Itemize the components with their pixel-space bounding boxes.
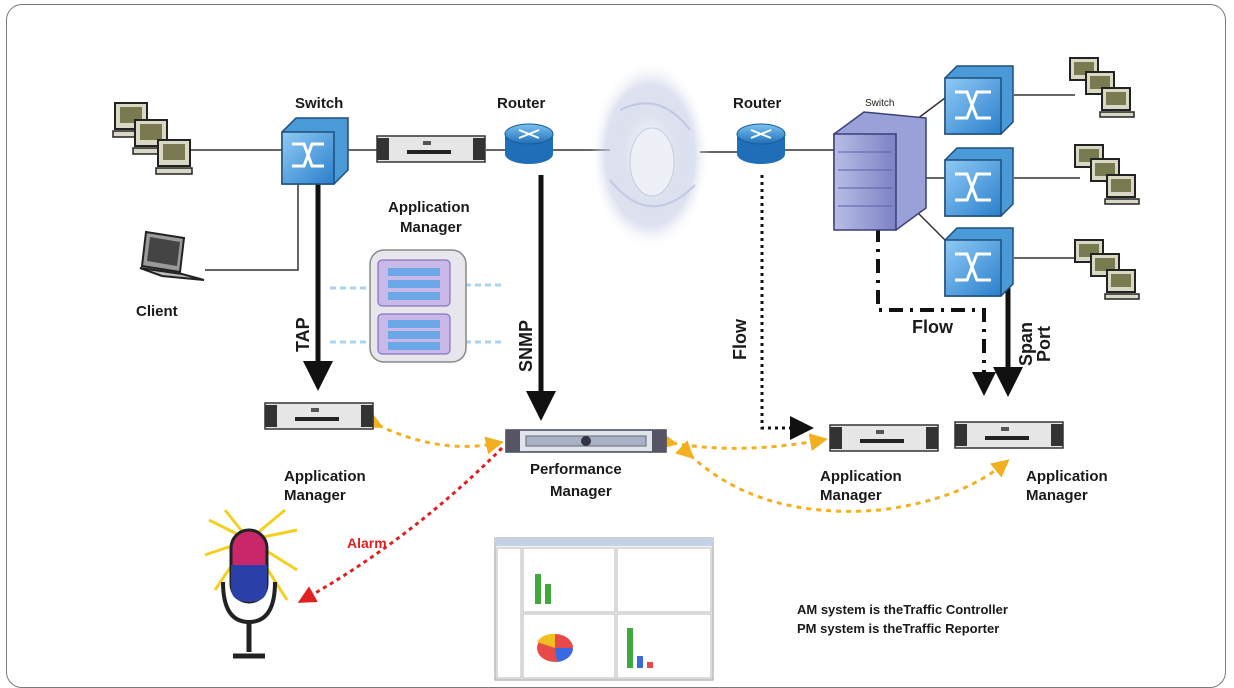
connections — [190, 94, 1080, 271]
note-line-2: PM system is theTraffic Reporter — [797, 621, 999, 636]
am-pm-links — [363, 411, 1010, 513]
router-right-label: Router — [733, 95, 781, 112]
rack-appliance-icon — [264, 402, 374, 430]
pm-label-2: Manager — [550, 483, 612, 500]
client-label: Client — [136, 303, 178, 320]
flow-dashdot-arrow — [876, 228, 996, 396]
cloud-icon — [590, 60, 710, 250]
rack-appliance-icon — [505, 429, 667, 453]
am-center-label-1: Application — [388, 199, 470, 216]
computer-icon — [1069, 57, 1140, 300]
alarm-arrow — [297, 446, 504, 603]
pm-label-1: Performance — [530, 461, 622, 478]
flow-dotted-arrow — [760, 175, 814, 440]
switch-icon — [281, 117, 349, 185]
rack-appliance-icon — [376, 135, 486, 163]
am-left-label-2: Manager — [284, 487, 346, 504]
note-line-1: AM system is theTraffic Controller — [797, 602, 1008, 617]
switch-icon — [944, 147, 1014, 217]
server-chassis-icon — [833, 111, 927, 231]
flow-horizontal-label: Flow — [912, 317, 954, 337]
laptop-icon — [139, 230, 205, 281]
am-right1-label-1: Application — [820, 468, 902, 485]
am-left-label-1: Application — [284, 468, 366, 485]
am-right2-label-2: Manager — [1026, 487, 1088, 504]
am-center-label-2: Manager — [400, 219, 462, 236]
tap-label: TAP — [293, 317, 313, 352]
computer-icon — [112, 102, 193, 175]
flow-vertical-label: Flow — [730, 318, 750, 360]
am-right1-label-2: Manager — [820, 487, 882, 504]
span-label: Span — [1016, 322, 1036, 366]
dashboard-screenshot-icon — [494, 537, 714, 681]
switch-left-label: Switch — [295, 95, 343, 112]
router-icon — [736, 123, 786, 164]
switch-right-label: Switch — [865, 98, 894, 109]
rack-appliance-icon — [829, 424, 939, 452]
switch-icon — [944, 227, 1014, 297]
router-icon — [504, 123, 554, 164]
router-left-label: Router — [497, 95, 545, 112]
application-manager-graphic — [330, 249, 505, 363]
port-label: Port — [1034, 326, 1054, 362]
am-right2-label-1: Application — [1026, 468, 1108, 485]
snmp-label: SNMP — [516, 320, 536, 372]
alarm-label: Alarm — [347, 535, 387, 551]
switch-icon — [944, 65, 1014, 135]
microphone-icon — [204, 508, 298, 659]
rack-appliance-icon — [954, 421, 1064, 449]
